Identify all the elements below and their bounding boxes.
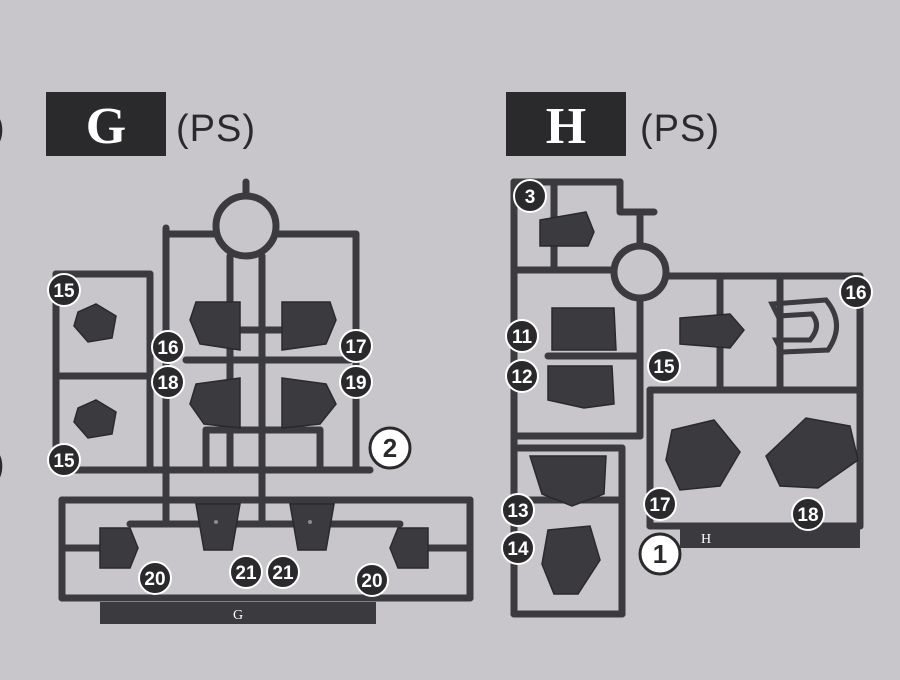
runner-h: H (PS) [501, 92, 873, 618]
svg-text:11: 11 [512, 327, 533, 348]
part-number-marker: 16 [151, 330, 185, 364]
svg-text:17: 17 [345, 337, 366, 358]
part-number-marker: 13 [501, 493, 535, 527]
runner-h-tag: H [701, 532, 711, 547]
runner-g-frame [52, 178, 474, 624]
svg-text:21: 21 [235, 563, 257, 584]
part-number-marker: 11 [505, 319, 539, 353]
svg-text:15: 15 [653, 357, 675, 378]
svg-text:13: 13 [507, 501, 528, 522]
svg-text:16: 16 [157, 338, 178, 359]
svg-text:14: 14 [507, 539, 529, 560]
runner-h-part-numbers: 3 11 12 15 16 13 [501, 179, 873, 565]
part-number-marker: 15 [47, 273, 81, 307]
svg-text:21: 21 [272, 563, 294, 584]
part-number-marker: 3 [513, 179, 547, 213]
part-number-marker: 17 [643, 487, 677, 521]
svg-text:1: 1 [653, 539, 667, 569]
runner-g: G (PS) [46, 92, 474, 624]
part-number-marker: 15 [647, 349, 681, 383]
runner-g-material: (PS) [176, 108, 256, 150]
part-number-marker: 20 [355, 563, 389, 597]
runner-g-label-box [46, 92, 166, 156]
part-number-marker: 17 [339, 329, 373, 363]
svg-text:16: 16 [845, 283, 866, 304]
svg-text:20: 20 [144, 569, 165, 590]
part-number-marker: 16 [839, 275, 873, 309]
left-edge-paren-top: ) [0, 107, 6, 149]
runner-g-step-marker: 2 [368, 426, 412, 470]
svg-text:15: 15 [53, 451, 75, 472]
runner-h-material: (PS) [640, 108, 720, 150]
runner-g-tag: G [233, 608, 243, 623]
svg-text:2: 2 [383, 433, 397, 463]
part-number-marker: 18 [791, 497, 825, 531]
runner-h-letter: H [546, 98, 586, 155]
part-number-marker: 20 [138, 561, 172, 595]
part-number-marker: 21 [266, 555, 300, 589]
svg-text:17: 17 [649, 495, 670, 516]
part-number-marker: 14 [501, 531, 535, 565]
svg-text:15: 15 [53, 281, 75, 302]
svg-text:20: 20 [361, 571, 382, 592]
svg-text:18: 18 [157, 373, 178, 394]
part-number-marker: 19 [339, 365, 373, 399]
svg-text:18: 18 [797, 505, 818, 526]
runner-h-label-box [506, 92, 626, 156]
part-number-marker: 21 [229, 555, 263, 589]
runner-g-parts [73, 301, 429, 569]
svg-text:19: 19 [345, 373, 366, 394]
svg-text:12: 12 [511, 367, 532, 388]
runner-g-letter: G [86, 98, 126, 155]
part-number-marker: 15 [47, 443, 81, 477]
runner-h-parts [528, 211, 859, 595]
left-edge-paren-bottom: ) [0, 443, 6, 485]
runner-g-part-numbers: 15 16 18 17 19 15 [47, 273, 389, 597]
part-number-marker: 12 [505, 359, 539, 393]
svg-text:3: 3 [525, 187, 536, 208]
runner-h-step-marker: 1 [638, 532, 682, 576]
part-number-marker: 18 [151, 365, 185, 399]
